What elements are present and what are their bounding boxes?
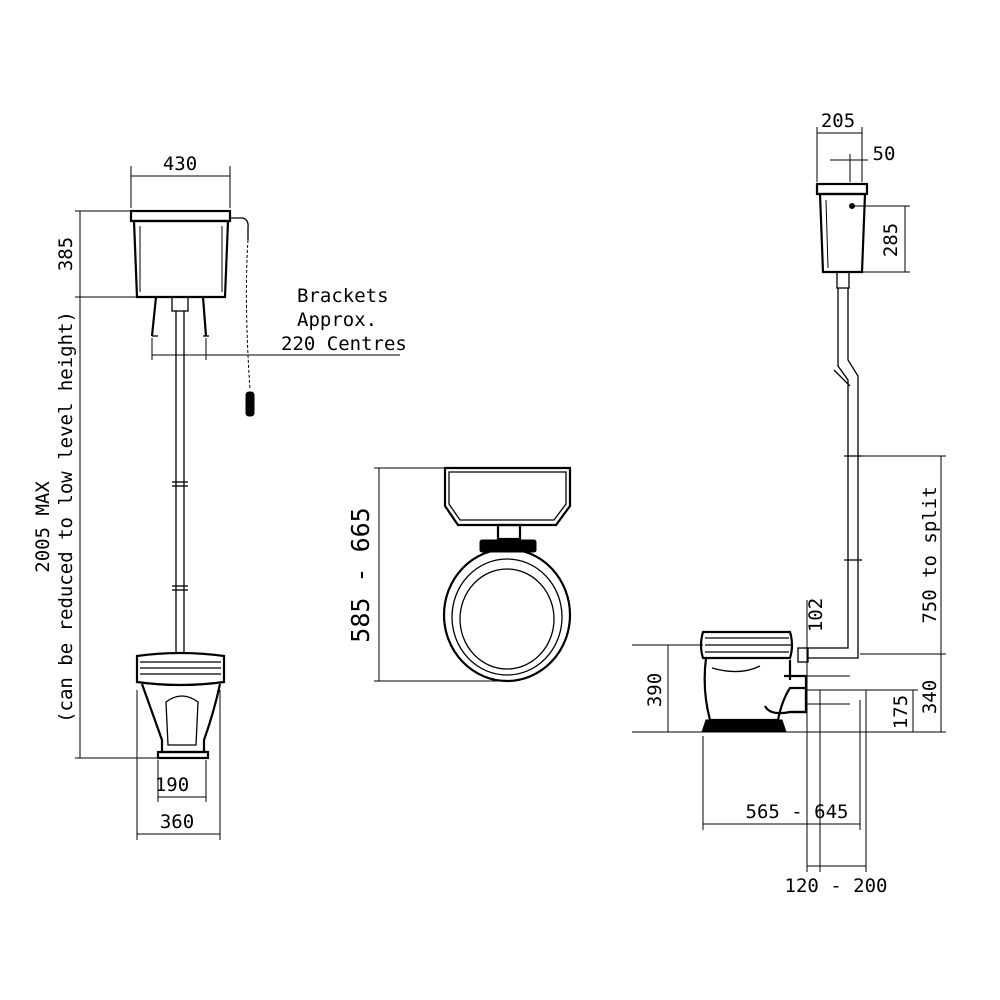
dimension-foot-width: 190	[155, 760, 207, 802]
plan-view: 585 - 665	[346, 466, 572, 683]
dim-label-390: 390	[644, 673, 666, 707]
dimension-flush-offset: 50	[830, 143, 895, 182]
dim-label-205: 205	[821, 110, 855, 132]
front-elevation: 430 385 2005 MAX (can be reduced to low …	[32, 153, 407, 840]
brackets-label-line2: Approx.	[297, 309, 377, 331]
side-pan-body	[703, 657, 808, 722]
side-pan-rim	[699, 630, 794, 660]
dimension-side-cistern-height: 285	[852, 205, 910, 273]
dimension-pipe-offset: 102	[805, 598, 827, 654]
side-flush-pipe	[808, 271, 862, 659]
dim-label-565-645: 565 - 645	[746, 801, 849, 823]
front-cistern-lid	[129, 209, 232, 223]
plan-pipe-connector	[496, 523, 522, 541]
dimension-projection: 585 - 665	[346, 467, 507, 682]
dim-label-340: 340	[919, 680, 941, 714]
dimension-outlet-heights: 340 175	[786, 675, 946, 733]
dimension-bracket-centres: Brackets Approx. 220 Centres	[151, 285, 407, 360]
pull-handle	[245, 391, 255, 417]
dimension-pan-width: 360	[136, 690, 221, 840]
brackets-label-line1: Brackets	[297, 285, 389, 307]
dim-label-2005: 2005 MAX	[32, 481, 54, 573]
dim-label-190: 190	[155, 774, 189, 796]
dimension-outlet-setout: 120 - 200	[785, 690, 888, 897]
pull-chain	[245, 239, 251, 391]
dim-label-120-200: 120 - 200	[785, 875, 888, 897]
plan-hinge	[479, 539, 537, 553]
dim-label-285: 285	[880, 223, 902, 257]
dim-label-385: 385	[55, 237, 77, 271]
flush-valve	[171, 296, 189, 312]
dim-label-50: 50	[873, 143, 896, 165]
dim-label-360: 360	[160, 811, 194, 833]
dim-label-reduced: (can be reduced to low level height)	[55, 311, 77, 723]
dim-label-175: 175	[890, 695, 912, 729]
brackets-label-line3: 220 Centres	[281, 333, 407, 355]
front-pan-foot	[156, 750, 210, 760]
front-cistern-body	[132, 219, 230, 299]
dim-label-585-665: 585 - 665	[346, 507, 375, 642]
plan-bowl-opening	[459, 568, 555, 670]
dim-label-102: 102	[805, 598, 827, 632]
dim-label-430: 430	[163, 153, 197, 175]
dimension-vertical-front: 385 2005 MAX (can be reduced to low leve…	[32, 210, 158, 759]
side-pan-base	[701, 719, 787, 733]
dimension-cistern-width: 430	[130, 153, 231, 208]
front-pan-rim	[135, 651, 226, 687]
side-pipe-connector	[797, 647, 809, 663]
dimension-pan-projection: 565 - 645	[702, 700, 861, 830]
wall-brackets	[150, 296, 209, 337]
dim-label-750: 750 to split	[919, 486, 941, 623]
dimension-pipe-split: 750 to split	[860, 455, 946, 732]
plan-cistern	[443, 466, 572, 527]
dimension-cistern-depth: 205	[816, 110, 863, 182]
dimension-pan-height: 390	[632, 644, 703, 733]
side-elevation: 205 50 285 750 to split 102	[632, 110, 946, 897]
plan-seat-inner	[451, 558, 563, 676]
side-cistern-lid	[815, 182, 869, 196]
front-flush-pipe	[172, 311, 188, 654]
front-pan-pedestal	[140, 683, 222, 754]
side-outlet	[784, 674, 808, 714]
flush-lever	[230, 217, 249, 240]
